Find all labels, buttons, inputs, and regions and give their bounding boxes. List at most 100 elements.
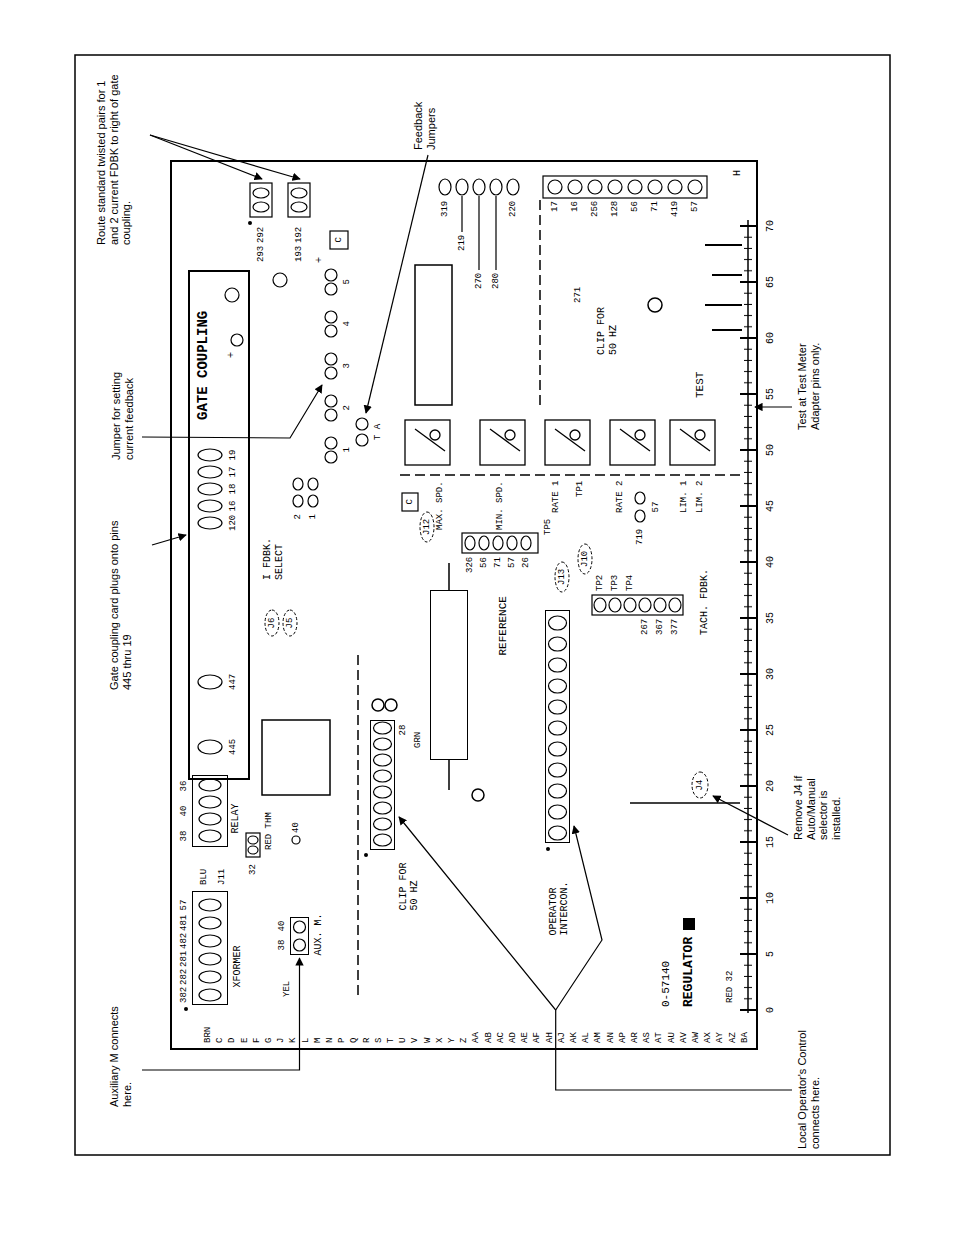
connector-pin: [198, 740, 222, 754]
callout-note: Local Operator's Control connects here.: [796, 1024, 821, 1149]
potentiometer-symbol: [490, 429, 520, 451]
potentiometer-symbol: [430, 430, 440, 440]
pin-label: 419: [670, 201, 680, 217]
connector-pin: [273, 273, 287, 287]
edge-pin-letter: E: [240, 1038, 250, 1043]
pin-label: 17: [228, 467, 238, 478]
terminal-connector: AUX. M.: [290, 917, 309, 955]
potentiometer-symbol: [555, 429, 585, 451]
connector-pin: [325, 409, 337, 421]
node-label: RELAY: [230, 803, 242, 833]
circuit-board: 0-57140REGULATORXFORMERRELAYGATE COUPLIN…: [170, 160, 758, 1050]
edge-pin-letter: U: [398, 1038, 408, 1043]
page-frame: [75, 55, 890, 1155]
jumper-label: J11: [217, 869, 227, 885]
pin-label: 267: [640, 619, 650, 635]
connector-pin: [374, 738, 392, 750]
connector-pin: [253, 202, 269, 212]
wire-color: RED THM: [264, 812, 274, 850]
pin-label: C: [405, 499, 415, 504]
pin-dot: [184, 1007, 188, 1011]
node-label: 0-57140: [660, 961, 673, 1007]
leader-arrow: [150, 135, 262, 179]
connector-pin: [479, 536, 489, 550]
jumper-label: T A: [373, 424, 383, 440]
pin-label: 57: [690, 201, 700, 212]
jumper-label: J4: [695, 780, 705, 791]
jumper-label: J10: [580, 551, 590, 567]
pin-label: 57: [651, 502, 661, 513]
connector-pin: [439, 179, 451, 195]
edge-pin-letter: AF: [532, 1032, 542, 1043]
connector-pin: [549, 805, 567, 819]
board-component: [448, 563, 450, 790]
edge-pin-letter: L: [301, 1038, 311, 1043]
board-label: TACH. FDBK.: [699, 569, 711, 635]
pin-dot: [546, 847, 550, 851]
pin-label: 26: [521, 557, 531, 568]
connector-pin: [253, 188, 269, 198]
connector-pin: [639, 598, 651, 612]
pin-label: 40: [291, 822, 301, 833]
connector-pin: [507, 179, 519, 195]
connector-pin: [248, 846, 258, 854]
pin-dot: [184, 221, 550, 1011]
connector-pin: [669, 598, 681, 612]
edge-pin-letter: AJ: [557, 1032, 567, 1043]
terminal-connector: CLIP FOR 50 HZ: [370, 720, 395, 850]
connector-pin: [568, 180, 582, 194]
scale-number: 35: [765, 612, 777, 624]
board-trace: [358, 200, 740, 995]
connector-pin: [507, 536, 517, 550]
edge-pin-letter: P: [337, 1038, 347, 1043]
pin-label: 5: [342, 279, 352, 284]
leader-arrow: [142, 958, 300, 1070]
terminal-connector: RELAY: [192, 775, 228, 847]
connector-pin: [248, 836, 258, 844]
edge-pin-letter: N: [325, 1038, 335, 1043]
pin-dot: [248, 221, 252, 225]
connector-pin: [325, 367, 337, 379]
connector-pin: [609, 598, 621, 612]
connector-pin: [374, 834, 392, 846]
pot-label: RATE 2: [615, 481, 625, 513]
connector-pin: [198, 483, 222, 495]
edge-pin-letter: J: [276, 1038, 286, 1043]
connector-pin: [199, 953, 221, 965]
test-point: TP5: [543, 519, 553, 535]
edge-pin-letter: AM: [593, 1032, 603, 1043]
connector-pin: [592, 595, 683, 615]
board-label: I FDBK. SELECT: [262, 525, 285, 580]
edge-pin-letter: W: [423, 1038, 433, 1043]
connector-pin: [374, 802, 392, 814]
pin-label: 1: [342, 447, 352, 452]
pin-label: 220: [508, 201, 518, 217]
pin-label: 256: [590, 201, 600, 217]
edge-pin-letter: AB: [484, 1032, 494, 1043]
node-label: GATE COUPLING: [195, 311, 211, 420]
scale-number: 30: [765, 668, 777, 680]
pin-label: 19: [228, 450, 238, 461]
jumper-label: J12: [422, 519, 432, 535]
pin-label: 282: [179, 969, 189, 985]
pin-label: 445: [228, 739, 238, 755]
jumper-outline: [420, 512, 434, 542]
potentiometer-symbol: [405, 420, 715, 465]
pin-label: 2: [293, 514, 303, 519]
pin-label: C: [334, 237, 344, 242]
connector-pin: [325, 325, 337, 337]
edge-pin-letter: S: [374, 1038, 384, 1043]
edge-pin-letter: AP: [618, 1032, 628, 1043]
pin-label: 56: [630, 201, 640, 212]
connector-pin: [225, 288, 239, 302]
pot-label: LIM. 1: [679, 481, 689, 513]
pin-label: 281: [179, 951, 189, 967]
potentiometer-symbol: [620, 429, 650, 451]
node-label: REFERENCE: [497, 596, 510, 655]
pin-label: 18: [228, 484, 238, 495]
wire-color: YEL: [282, 981, 292, 997]
pin-label: 382: [179, 987, 189, 1003]
pin-label: 482: [179, 933, 189, 949]
connector-pin: [325, 269, 337, 281]
